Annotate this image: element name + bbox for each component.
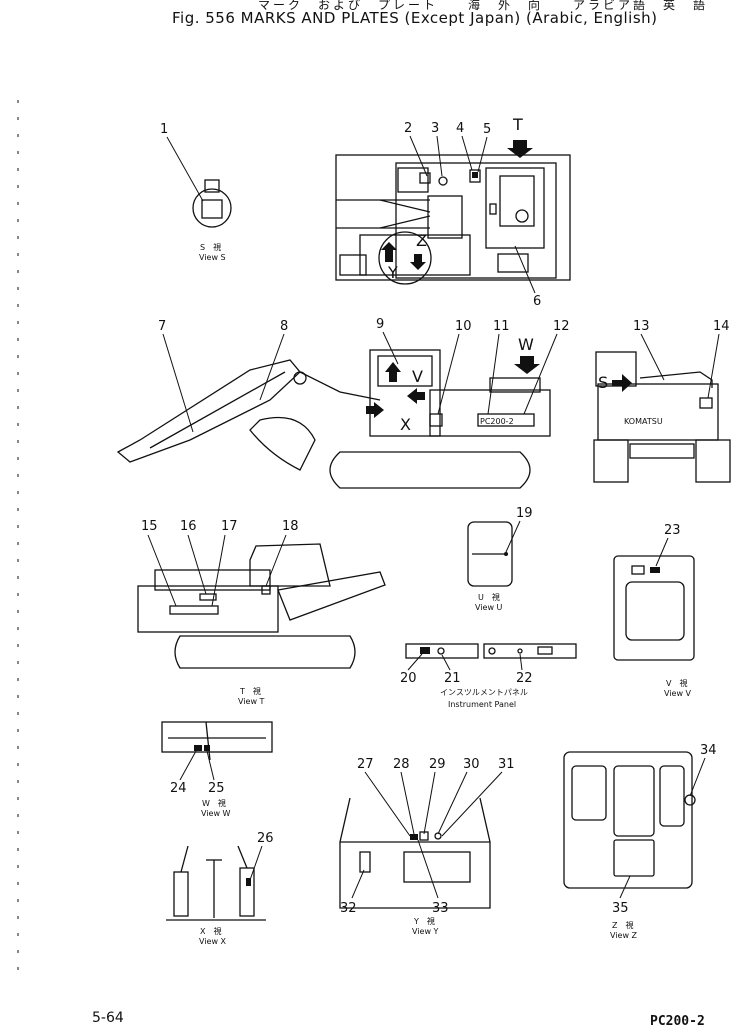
caption-view-t: View T [238, 697, 265, 706]
svg-text:Z: Z [416, 231, 427, 250]
caption-view-w-jp: W 視 [202, 799, 226, 808]
view-z-drawing [563, 751, 696, 889]
view-v-drawing [613, 555, 695, 661]
callout-21: 21 [444, 671, 461, 686]
callout-2: 2 [404, 121, 412, 136]
svg-text:S: S [598, 373, 608, 392]
callout-11: 11 [493, 319, 510, 334]
page-number: 5-64 [92, 1010, 124, 1026]
caption-view-z: View Z [610, 931, 638, 940]
callout-24: 24 [170, 781, 187, 796]
caption-view-x-jp: X 視 [200, 927, 221, 936]
callout-7: 7 [158, 319, 166, 334]
instrument-panel-drawing [405, 643, 577, 659]
callout-27: 27 [357, 757, 374, 772]
callout-34: 34 [700, 743, 717, 758]
callout-12: 12 [553, 319, 570, 334]
svg-text:KOMATSU: KOMATSU [624, 417, 663, 426]
callout-22: 22 [516, 671, 533, 686]
caption-view-z-jp: Z 視 [612, 921, 633, 930]
callout-14: 14 [713, 319, 730, 334]
view-y-drawing [339, 797, 491, 909]
view-x-drawing [166, 845, 266, 921]
view-arrow-t-label: T [512, 115, 523, 134]
callout-15: 15 [141, 519, 158, 534]
view-u-drawing [467, 521, 513, 587]
callout-4: 4 [456, 121, 464, 136]
caption-view-t-jp: T 視 [239, 687, 261, 696]
callout-13: 13 [633, 319, 650, 334]
svg-text:X: X [400, 415, 411, 434]
callout-9: 9 [376, 317, 384, 332]
callout-18: 18 [282, 519, 299, 534]
caption-view-s-jp: S 視 [200, 243, 221, 252]
caption-view-u-jp: U 視 [478, 593, 500, 602]
callout-28: 28 [393, 757, 410, 772]
callout-33: 33 [432, 901, 449, 916]
top-view-yz-arrows: Y Z [378, 231, 432, 285]
callout-10: 10 [455, 319, 472, 334]
callout-1: 1 [160, 122, 168, 137]
caption-view-u: View U [475, 603, 503, 612]
caption-view-x: View X [199, 937, 227, 946]
caption-panel-jp: インスツルメントパネル [440, 688, 528, 697]
figure-title: Fig. 556 MARKS AND PLATES (Except Japan)… [172, 9, 658, 27]
caption-view-v: View V [664, 689, 692, 698]
svg-text:Y: Y [387, 263, 398, 282]
view-arrow-t [507, 140, 533, 158]
svg-text:W: W [518, 335, 534, 354]
side-view-drawing: PC200-2 V X W [116, 335, 551, 489]
callout-3: 3 [431, 121, 439, 136]
callout-30: 30 [463, 757, 480, 772]
caption-view-s: View S [199, 253, 226, 262]
callout-20: 20 [400, 671, 417, 686]
callout-32: 32 [340, 901, 357, 916]
callout-29: 29 [429, 757, 446, 772]
callout-16: 16 [180, 519, 197, 534]
view-w-drawing [161, 721, 273, 761]
callout-31: 31 [498, 757, 515, 772]
caption-view-y-jp: Y 視 [413, 917, 435, 926]
callout-6: 6 [533, 294, 541, 309]
caption-view-v-jp: V 視 [666, 679, 687, 688]
svg-text:PC200-2: PC200-2 [480, 417, 514, 426]
callout-26: 26 [257, 831, 274, 846]
rear-view-drawing: KOMATSU S [593, 351, 731, 483]
callout-8: 8 [280, 319, 288, 334]
svg-text:V: V [412, 367, 423, 386]
top-view-drawing [335, 154, 571, 281]
callout-23: 23 [664, 523, 681, 538]
callout-19: 19 [516, 506, 533, 521]
callout-17: 17 [221, 519, 238, 534]
view-s-drawing [192, 179, 232, 228]
callout-35: 35 [612, 901, 629, 916]
caption-view-w: View W [201, 809, 231, 818]
caption-panel: Instrument Panel [448, 700, 516, 709]
view-t-drawing [137, 543, 386, 669]
callout-25: 25 [208, 781, 225, 796]
callout-5: 5 [483, 122, 491, 137]
caption-view-y: View Y [412, 927, 439, 936]
model-number: PC200-2 [650, 1014, 705, 1029]
japanese-title: マーク および プレート 海 外 向 アラビア語 英 語 [258, 0, 709, 12]
